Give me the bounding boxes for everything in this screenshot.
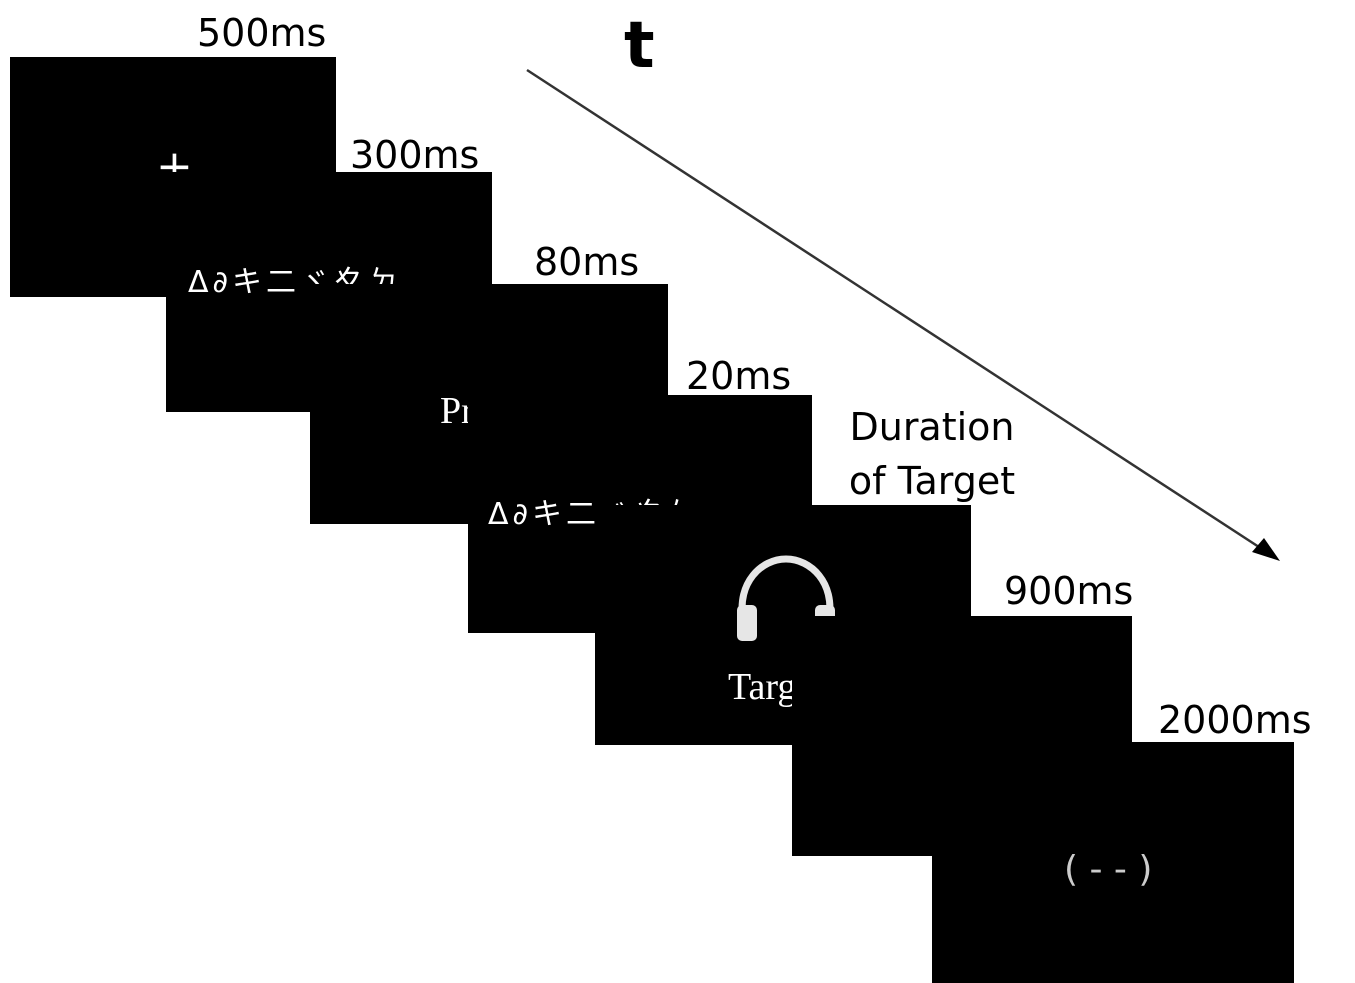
duration-label-forward-mask: 300ms xyxy=(350,133,480,177)
duration-label-target-line2: of Target xyxy=(848,459,1016,503)
response-prompt: ( - - ) xyxy=(1064,849,1153,890)
response-screen xyxy=(932,742,1294,983)
duration-label-backward-mask: 20ms xyxy=(686,354,792,398)
duration-label-fixation: 500ms xyxy=(197,11,327,55)
duration-label-blank: 900ms xyxy=(1004,569,1134,613)
duration-label-target: Duration of Target xyxy=(812,400,1052,508)
duration-label-response: 2000ms xyxy=(1158,698,1312,742)
duration-label-prime: 80ms xyxy=(534,240,640,284)
time-axis-label: t xyxy=(624,9,655,83)
duration-label-target-line1: Duration xyxy=(849,405,1015,449)
